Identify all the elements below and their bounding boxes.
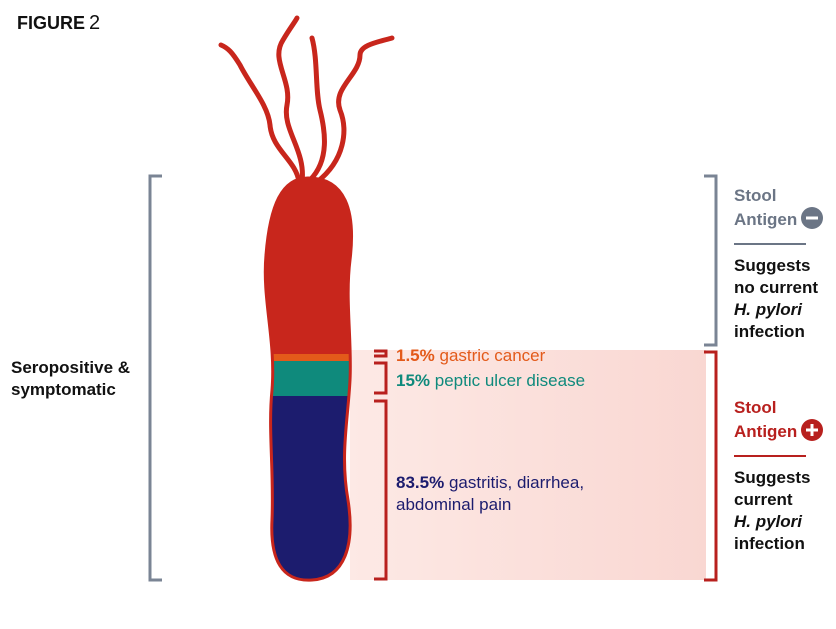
gastritis-text-line1: gastritis, diarrhea, [448,473,585,492]
stool-positive-title-line1: Stool [734,398,777,417]
flagellum-3 [307,35,327,183]
gastritis-text-line2: abdominal pain [396,495,512,514]
bacterium-outline [263,176,354,582]
flagella [218,15,395,185]
positive-shading [350,350,706,580]
negative-suggest-line2: no current [734,278,819,297]
seropositive-line1: Seropositive & [11,358,131,377]
positive-suggest-line1: Suggests [734,468,811,487]
minus-circle-icon [801,207,824,235]
flagellum-4 [314,35,395,185]
cancer-bracket [374,349,388,358]
negative-suggestion: Suggests no current H. pylori infection [734,255,834,343]
positive-divider [734,455,806,457]
positive-bracket [704,350,718,582]
positive-suggestion: Suggests current H. pylori infection [734,467,834,555]
gastritis-label: 83.5% gastritis, diarrhea, abdominal pai… [396,472,584,516]
stool-positive-title-line2: Antigen [734,422,798,441]
ulcer-percent: 15% [396,371,431,390]
cancer-segment [265,354,352,361]
cancer-percent: 1.5% [396,346,435,365]
stool-negative-title: Stool Antigen [734,185,834,235]
stool-negative-block: Stool Antigen Suggests no current H. pyl… [734,185,834,343]
cancer-text: gastric cancer [439,346,546,365]
figure-number: 2 [89,12,101,34]
negative-bracket [704,174,718,347]
figure-word: FIGURE [17,13,86,33]
ulcer-bracket [374,361,388,395]
seropositive-line2: symptomatic [11,380,116,399]
negative-suggest-tail: infection [734,322,805,341]
gastritis-bracket [374,399,388,581]
segment-brackets [374,349,388,581]
bacterium-body [265,178,352,581]
negative-divider [734,243,806,245]
stool-negative-title-line1: Stool [734,186,777,205]
negative-organism: H. pylori [734,300,803,319]
positive-organism: H. pylori [734,512,803,531]
positive-suggest-tail: infection [734,534,805,553]
ulcer-label: 15% peptic ulcer disease [396,371,585,391]
seropositive-bracket [148,174,162,582]
ulcer-text: peptic ulcer disease [434,371,586,390]
seropositive-label: Seropositive & symptomatic [11,357,151,401]
stool-positive-title: Stool Antigen [734,397,834,447]
negative-suggest-line1: Suggests [734,256,811,275]
positive-suggest-line2: current [734,490,793,509]
stool-positive-block: Stool Antigen Suggests current H. pylori… [734,397,834,555]
gastritis-percent: 83.5% [396,473,445,492]
flagellum-1 [218,42,302,185]
cancer-label: 1.5% gastric cancer [396,346,545,366]
gastritis-segment [265,396,352,581]
ulcer-segment [265,361,352,396]
plus-circle-icon [801,419,824,447]
flagellum-2 [276,15,305,185]
body-red-segment [265,178,352,354]
stool-negative-title-line2: Antigen [734,210,798,229]
